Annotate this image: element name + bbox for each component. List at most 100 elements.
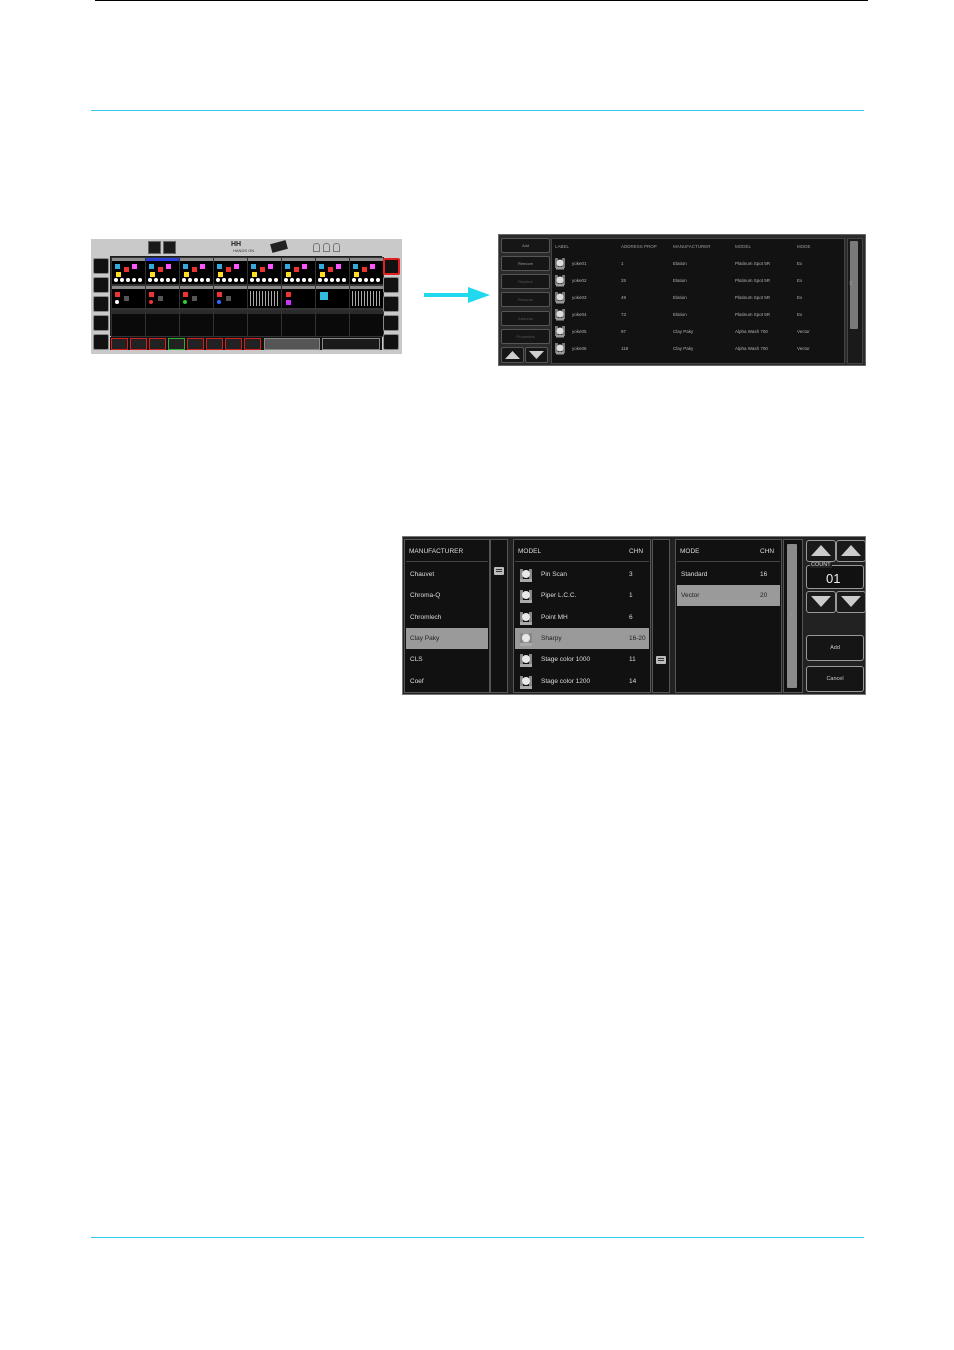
palette-tile[interactable] xyxy=(247,285,282,309)
color-swatch xyxy=(149,264,154,269)
palette-tile[interactable] xyxy=(179,285,214,309)
console-header-button[interactable] xyxy=(163,241,176,254)
cell-manufacturer: Elation xyxy=(673,261,687,266)
palette-tab xyxy=(282,286,315,289)
scrollbar-thumb[interactable] xyxy=(850,241,858,329)
fixture-group-tile[interactable] xyxy=(111,257,146,285)
palette-tile[interactable] xyxy=(315,285,350,309)
list-item[interactable]: Chroma-Q xyxy=(406,585,488,606)
model-scrollbar[interactable] xyxy=(652,539,670,693)
fixture-group-tile[interactable] xyxy=(315,257,350,285)
cancel-button[interactable]: Cancel xyxy=(806,666,864,692)
list-item[interactable]: Coef xyxy=(406,671,488,692)
playback-cue-button[interactable] xyxy=(168,338,185,350)
manufacturer-scrollbar[interactable] xyxy=(490,539,508,693)
fixture-group-tile[interactable] xyxy=(179,257,214,285)
console-left-button[interactable] xyxy=(93,315,109,331)
playback-cue-button[interactable] xyxy=(206,338,223,350)
cell-label: yoke04 xyxy=(572,312,587,317)
count-down-tens-button[interactable] xyxy=(806,591,836,613)
playback-cue-button[interactable] xyxy=(225,338,242,350)
playback-slot[interactable] xyxy=(111,309,146,337)
patch-menu-button[interactable] xyxy=(383,258,400,275)
patch-rename-button[interactable]: Rename xyxy=(501,292,550,307)
console-right-button[interactable] xyxy=(383,315,399,331)
fader-bar xyxy=(361,291,362,306)
playback-slot[interactable] xyxy=(179,309,214,337)
list-item[interactable]: Chauvet xyxy=(406,564,488,585)
patch-properties-button[interactable]: Properties xyxy=(501,329,550,344)
count-down-units-button[interactable] xyxy=(836,591,866,613)
divider xyxy=(406,561,488,562)
manufacturer-name: Clay Paky xyxy=(410,634,440,642)
console-bottom-bar-button[interactable] xyxy=(322,338,380,350)
console-right-button[interactable] xyxy=(383,334,399,350)
fixture-group-tile[interactable] xyxy=(281,257,316,285)
mode-scrollbar[interactable]: ≡ xyxy=(783,539,803,693)
list-item[interactable]: Piper L.C.C.1 xyxy=(515,585,649,606)
patch-address-button[interactable]: Address xyxy=(501,311,550,326)
playback-cue-button[interactable] xyxy=(187,338,204,350)
scroll-down-button[interactable] xyxy=(525,347,548,363)
console-left-button[interactable] xyxy=(93,296,109,312)
palette-tile[interactable] xyxy=(213,285,248,309)
playback-cue-button[interactable] xyxy=(149,338,166,350)
playback-slot[interactable] xyxy=(145,309,180,337)
group-tab xyxy=(350,258,383,261)
fixture-model-icon xyxy=(517,610,535,626)
console-left-button[interactable] xyxy=(93,258,109,274)
scroll-handle-icon[interactable] xyxy=(494,567,504,575)
fixture-group-tile[interactable] xyxy=(145,257,180,285)
palette-tile[interactable] xyxy=(145,285,180,309)
console-right-button[interactable] xyxy=(383,296,399,312)
list-item[interactable]: Chromlech xyxy=(406,607,488,628)
count-up-units-button[interactable] xyxy=(836,540,866,562)
playback-slot[interactable] xyxy=(315,309,350,337)
console-left-button[interactable] xyxy=(93,334,109,350)
playback-cue-button[interactable] xyxy=(111,338,128,350)
console-left-button[interactable] xyxy=(93,277,109,293)
list-item[interactable]: CLS xyxy=(406,649,488,670)
list-item[interactable]: Clay Paky xyxy=(406,627,488,649)
playback-cue-button[interactable] xyxy=(244,338,261,350)
console-bottom-bar-button[interactable] xyxy=(264,338,320,350)
playback-slot[interactable] xyxy=(349,309,384,337)
fixture-group-tile[interactable] xyxy=(247,257,282,285)
fixture-head-icon xyxy=(554,274,566,287)
add-button[interactable]: Add xyxy=(806,635,864,661)
playback-slot[interactable] xyxy=(247,309,282,337)
playback-slot[interactable] xyxy=(213,309,248,337)
patch-replace-button[interactable]: Replace xyxy=(501,274,550,289)
fixture-group-tile[interactable] xyxy=(349,257,384,285)
scroll-up-button[interactable] xyxy=(501,347,524,363)
count-up-tens-button[interactable] xyxy=(806,540,836,562)
playback-cue-button[interactable] xyxy=(130,338,147,350)
patch-remove-button[interactable]: Remove xyxy=(501,256,550,271)
count-field[interactable]: COUNT 01 xyxy=(806,562,864,589)
palette-tile[interactable] xyxy=(349,285,384,309)
palette-tile[interactable] xyxy=(281,285,316,309)
palette-tile[interactable] xyxy=(111,285,146,309)
playback-slot[interactable] xyxy=(281,309,316,337)
patch-add-button[interactable]: Add xyxy=(501,238,550,253)
patch-scrollbar[interactable] xyxy=(847,238,863,364)
scroll-handle-icon[interactable] xyxy=(656,656,666,664)
console-right-button[interactable] xyxy=(383,277,399,293)
console-header-button[interactable] xyxy=(148,241,161,254)
fixture-group-tile[interactable] xyxy=(213,257,248,285)
fixture-head-icon xyxy=(554,308,566,321)
scrollbar-thumb[interactable] xyxy=(787,544,797,688)
